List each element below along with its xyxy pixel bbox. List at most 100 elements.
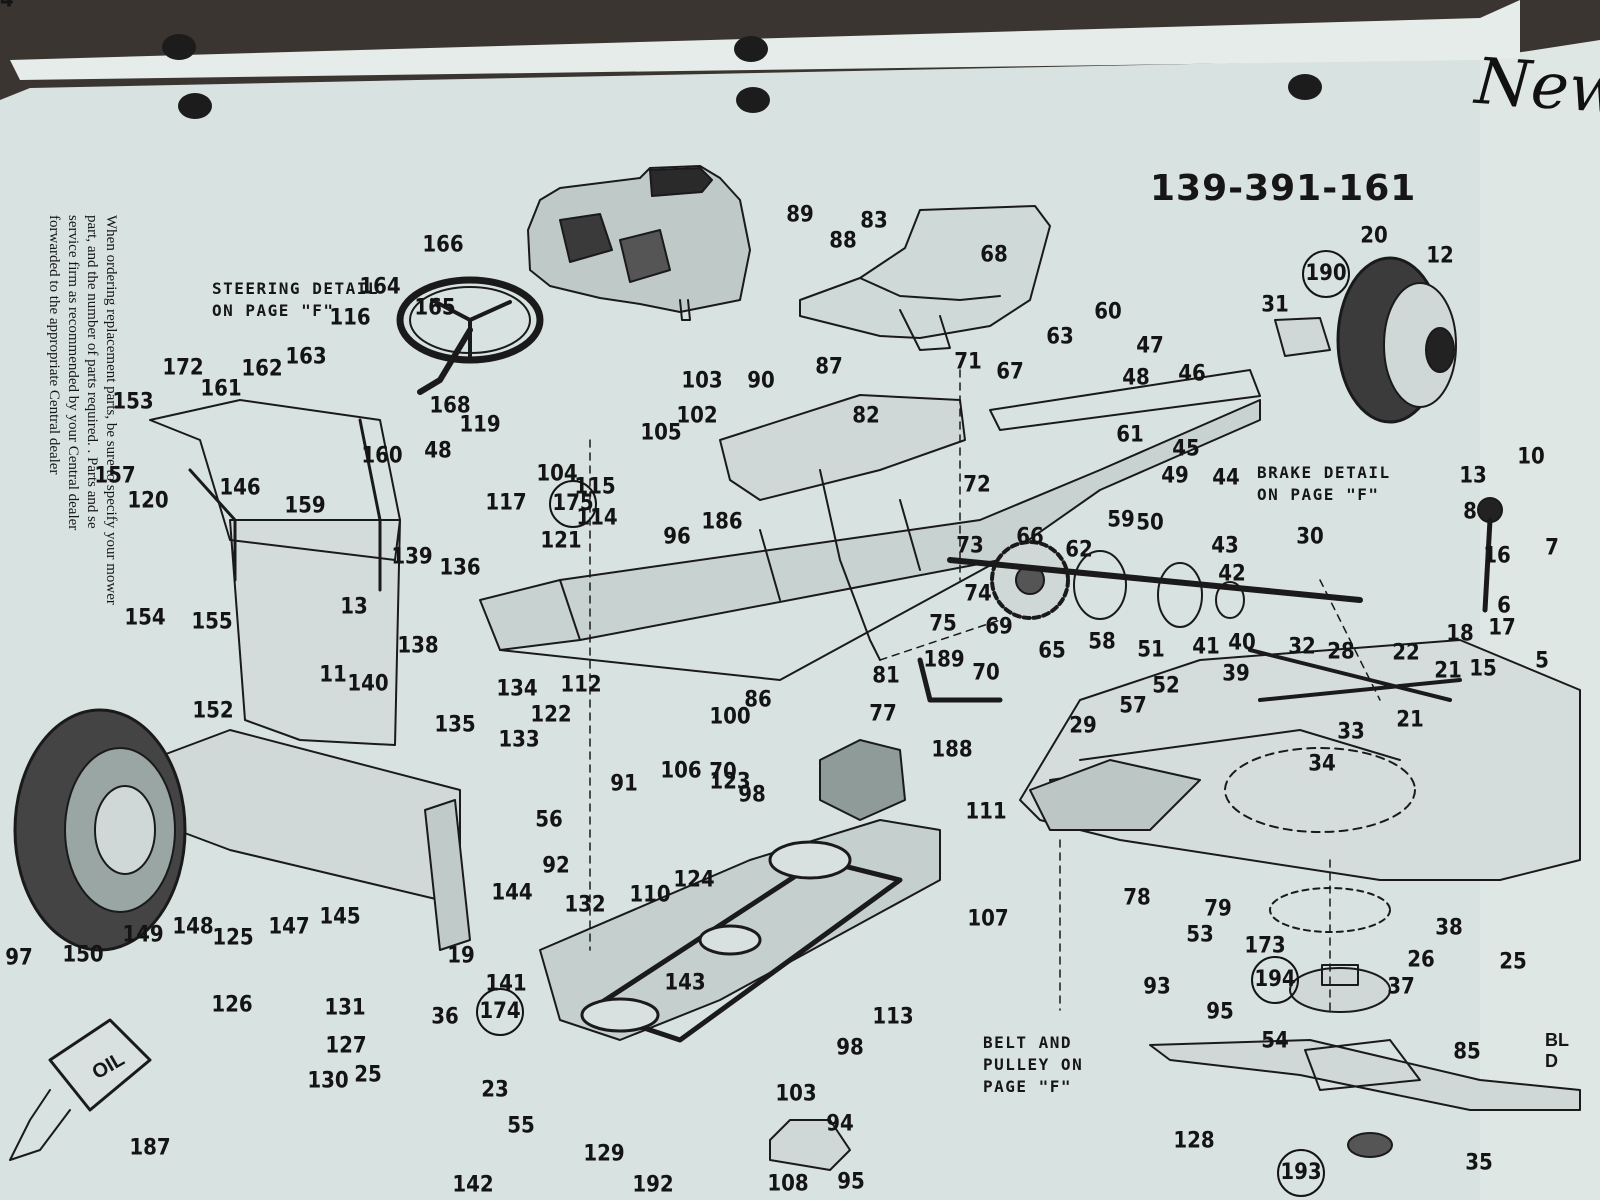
part-number: 65 (1038, 638, 1066, 664)
part-number: 62 (1065, 537, 1093, 563)
part-number: 112 (560, 672, 602, 698)
part-number: 20 (1360, 223, 1388, 249)
part-number: 48 (1122, 365, 1150, 391)
part-number: 150 (62, 942, 104, 968)
part-number: 73 (956, 533, 984, 559)
part-number: 34 (1308, 751, 1336, 777)
part-number: 7 (1545, 535, 1559, 561)
part-number: 149 (122, 922, 164, 948)
part-number: 52 (1152, 673, 1180, 699)
part-number: 147 (268, 914, 310, 940)
part-number: 39 (1222, 661, 1250, 687)
part-number: 70 (709, 759, 737, 785)
binder-hole (178, 93, 212, 119)
part-number: 21 (1434, 658, 1462, 684)
part-number-circled: 190 (1302, 250, 1350, 298)
part-number: 95 (837, 1169, 865, 1195)
part-number: 108 (767, 1171, 809, 1197)
part-number: 116 (329, 305, 371, 331)
part-number: 111 (965, 799, 1007, 825)
part-number: 87 (815, 354, 843, 380)
deck-cover-illustration (1030, 760, 1200, 830)
part-number: 159 (284, 493, 326, 519)
part-number: 89 (786, 202, 814, 228)
part-number: 15 (1469, 656, 1497, 682)
part-number: 48 (424, 438, 452, 464)
part-number: 117 (485, 490, 527, 516)
part-number: 50 (1136, 510, 1164, 536)
part-number: 77 (869, 701, 897, 727)
part-number: 164 (359, 274, 401, 300)
part-number: 13 (1459, 463, 1487, 489)
belt-pulley-callout: BELT AND PULLEY ON PAGE "F" (983, 1032, 1083, 1098)
part-number: 85 (1453, 1039, 1481, 1065)
front-axle-illustration (15, 710, 470, 950)
part-number: 120 (127, 488, 169, 514)
part-number: 68 (980, 242, 1008, 268)
part-number: 187 (129, 1135, 171, 1161)
binder-hole (736, 87, 770, 113)
part-number: 154 (124, 605, 166, 631)
part-number: 157 (94, 463, 136, 489)
part-number: 121 (540, 528, 582, 554)
part-number: 53 (1186, 922, 1214, 948)
part-number: 36 (431, 1004, 459, 1030)
part-number-circled: 194 (1251, 956, 1299, 1004)
part-number: 49 (1161, 463, 1189, 489)
part-number: 96 (663, 524, 691, 550)
part-number: 114 (576, 505, 618, 531)
belt-pulley-illustration (540, 740, 940, 1170)
part-number: 130 (307, 1068, 349, 1094)
binder-hole (734, 36, 768, 62)
part-number: 61 (1116, 422, 1144, 448)
part-number: 26 (1407, 947, 1435, 973)
part-number: 127 (325, 1033, 367, 1059)
part-number: 21 (1396, 707, 1424, 733)
brake-detail-callout: BRAKE DETAIL ON PAGE "F" (1257, 462, 1391, 506)
part-number-circled: 174 (476, 988, 524, 1036)
part-number: 44 (1212, 465, 1240, 491)
callout-line: BRAKE DETAIL (1257, 463, 1391, 482)
part-number: 103 (681, 368, 723, 394)
part-number: 51 (1137, 637, 1165, 663)
part-number: 97 (5, 945, 33, 971)
part-number: 69 (985, 614, 1013, 640)
part-number: 115 (574, 474, 616, 500)
part-number: 17 (1488, 615, 1516, 641)
part-number-circled: 175 (549, 480, 597, 528)
part-number: 136 (439, 555, 481, 581)
frame-illustration (150, 370, 1260, 745)
part-number: 110 (629, 882, 671, 908)
part-number: 57 (1119, 693, 1147, 719)
part-number: 13 (340, 594, 368, 620)
part-number: 124 (673, 867, 715, 893)
part-number: 66 (1016, 524, 1044, 550)
part-number: 98 (836, 1035, 864, 1061)
callout-line: PAGE "F" (983, 1077, 1073, 1096)
part-number: 165 (414, 295, 456, 321)
part-number: 30 (1296, 524, 1324, 550)
part-number: 63 (1046, 324, 1074, 350)
part-number: 25 (1499, 949, 1527, 975)
part-number: 47 (1136, 333, 1164, 359)
part-number: 142 (452, 1172, 494, 1198)
part-number: 38 (1435, 915, 1463, 941)
part-number: 145 (319, 904, 361, 930)
part-number: 58 (1088, 629, 1116, 655)
part-number: 25 (354, 1062, 382, 1088)
assembly-guide-lines (590, 370, 1380, 1010)
part-number: 119 (459, 412, 501, 438)
part-number: 41 (1192, 634, 1220, 660)
drive-axle-illustration (950, 542, 1360, 627)
oil-can-illustration (10, 1020, 150, 1160)
part-number: 86 (744, 687, 772, 713)
part-number: 192 (632, 1172, 674, 1198)
part-number: 70 (972, 660, 1000, 686)
part-number: 133 (498, 727, 540, 753)
part-number: 162 (241, 356, 283, 382)
part-number: 55 (507, 1113, 535, 1139)
part-number: 90 (747, 368, 775, 394)
part-number: 94 (826, 1111, 854, 1137)
part-number: 166 (422, 232, 464, 258)
